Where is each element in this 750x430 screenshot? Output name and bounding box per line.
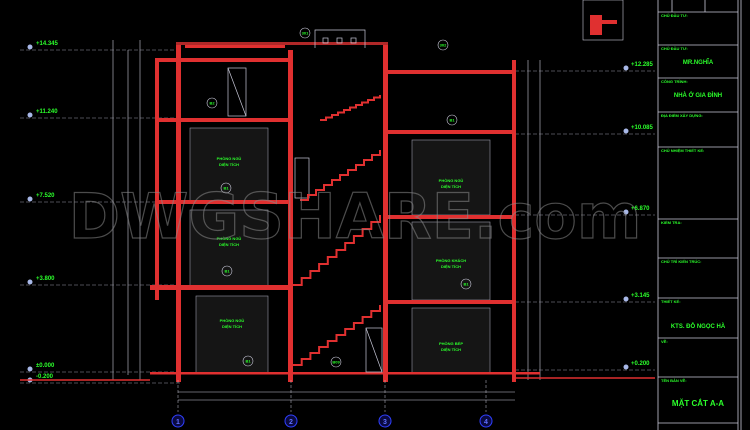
stair-tower-top (227, 29, 383, 373)
level-label: +6.870 (631, 206, 650, 212)
room-tag: B09 (332, 360, 340, 365)
title-row-label: CHỦ TRÌ KIẾN TRÚC: (661, 259, 701, 264)
title-row-value: MẶT CẮT A-A (672, 399, 724, 408)
room-tag-circle (330, 356, 342, 368)
level-label: +12.285 (631, 62, 654, 68)
room-tag-circle (460, 278, 472, 290)
grid-axis-label: 2 (289, 419, 293, 426)
room-name: PHÒNG NGỦ (217, 236, 242, 241)
level-marker-icon (27, 112, 33, 118)
level-label: -0.200 (36, 374, 54, 380)
grid-axis-bubble[interactable] (284, 414, 298, 428)
room-area: DIỆN TÍCH (219, 162, 239, 167)
grid-lines (177, 380, 487, 412)
title-row-label: CÔNG TRÌNH: (661, 79, 688, 84)
level-marker-icon (27, 44, 33, 50)
room-area: DIỆN TÍCH (441, 264, 461, 269)
title-row-label: CHỦ NHIỆM THIẾT KẾ: (661, 148, 704, 153)
room-area: DIỆN TÍCH (441, 347, 461, 352)
room-tag-circle (242, 355, 254, 367)
stair-flight (320, 95, 381, 121)
stair-flight (293, 215, 381, 286)
level-label: +7.520 (36, 193, 55, 199)
grid-axis-bubble[interactable] (171, 414, 185, 428)
room-tag-circle (299, 27, 311, 39)
level-marker-icon (623, 364, 629, 370)
room-name: PHÒNG BẾP (439, 341, 463, 346)
room-tag-circle (446, 114, 458, 126)
room-hatches (189, 127, 491, 375)
stairs (293, 95, 381, 366)
title-row-value: KTS. ĐỖ NGỌC HÀ (671, 323, 726, 330)
room-area: DIỆN TÍCH (219, 242, 239, 247)
room-tag: B1 (463, 282, 469, 287)
title-row-label: TÊN BẢN VẼ: (661, 378, 687, 383)
title-row-label: CHỦ ĐẦU TƯ: (661, 46, 688, 51)
detail-box (582, 0, 624, 41)
walls (150, 42, 540, 382)
title-row-label: ĐỊA ĐIỂM XÂY DỰNG: (661, 113, 703, 118)
level-label: +11.240 (36, 109, 58, 115)
building-section (150, 29, 540, 412)
level-label: +3.145 (631, 293, 650, 299)
level-marker-icon (27, 366, 33, 372)
level-label: +14.345 (36, 41, 59, 47)
title-block: CHỦ ĐẦU TƯ: CHỦ ĐẦU TƯ: MR.NGHĨA CÔNG TRÌNH… (657, 0, 742, 430)
room-tag: B1 (223, 186, 229, 191)
level-marker-icon (623, 128, 629, 134)
dimension-lines (112, 40, 541, 401)
room-tag-circle (437, 39, 449, 51)
grid-axis-label: 1 (176, 419, 180, 426)
grid-axis-bubbles: 1 2 3 4 (171, 414, 493, 428)
room-name: PHÒNG NGỦ (220, 318, 245, 323)
watermark-text: DWGSHARE.com (69, 180, 642, 253)
level-label: +0.200 (631, 361, 650, 367)
title-row-label: CHỦ ĐẦU TƯ: (661, 13, 688, 18)
grid-axis-label: 3 (383, 419, 387, 426)
grid-axis-bubble[interactable] (378, 414, 392, 428)
room-tag-circle (221, 265, 233, 277)
room-tag-circle (220, 182, 232, 194)
level-lines: +14.345 +11.240 +7.520 +3.800 ±0.000 -0.200 +1… (20, 41, 655, 384)
room-tag: B1 (449, 118, 455, 123)
room-name: PHÒNG KHÁCH (436, 258, 466, 263)
room-tag: 302 (440, 43, 447, 48)
title-row-label: VẼ: (661, 339, 668, 344)
level-marker-icon (623, 209, 629, 215)
room-area: DIỆN TÍCH (222, 324, 242, 329)
room-tag: B1 (245, 359, 251, 364)
title-row-label: THIẾT KẾ: (661, 299, 681, 304)
stair-flight (300, 150, 381, 201)
level-marker-icon (27, 279, 33, 285)
room-area: DIỆN TÍCH (441, 184, 461, 189)
room-tag: B2 (209, 101, 215, 106)
level-marker-icon (27, 196, 33, 202)
grid-axis-bubble[interactable] (479, 414, 493, 428)
stair-flight (293, 305, 381, 366)
grid-axis-label: 4 (484, 419, 488, 426)
level-marker-icon (623, 296, 629, 302)
room-tag-circle (206, 97, 218, 109)
level-label: +10.085 (631, 125, 654, 131)
level-label: ±0.000 (36, 363, 55, 369)
room-tag: 301 (302, 31, 309, 36)
title-row-label: KIỂM TRA: (661, 220, 682, 225)
room-name: PHÒNG NGỦ (217, 156, 242, 161)
title-row-value: NHÀ Ở GIA ĐÌNH (674, 91, 722, 99)
room-name: PHÒNG NGỦ (439, 178, 464, 183)
level-marker-icon (623, 65, 629, 71)
room-tag: B1 (224, 269, 230, 274)
level-label: +3.800 (36, 276, 55, 282)
title-row-value: MR.NGHĨA (683, 59, 714, 66)
slabs (150, 42, 515, 304)
